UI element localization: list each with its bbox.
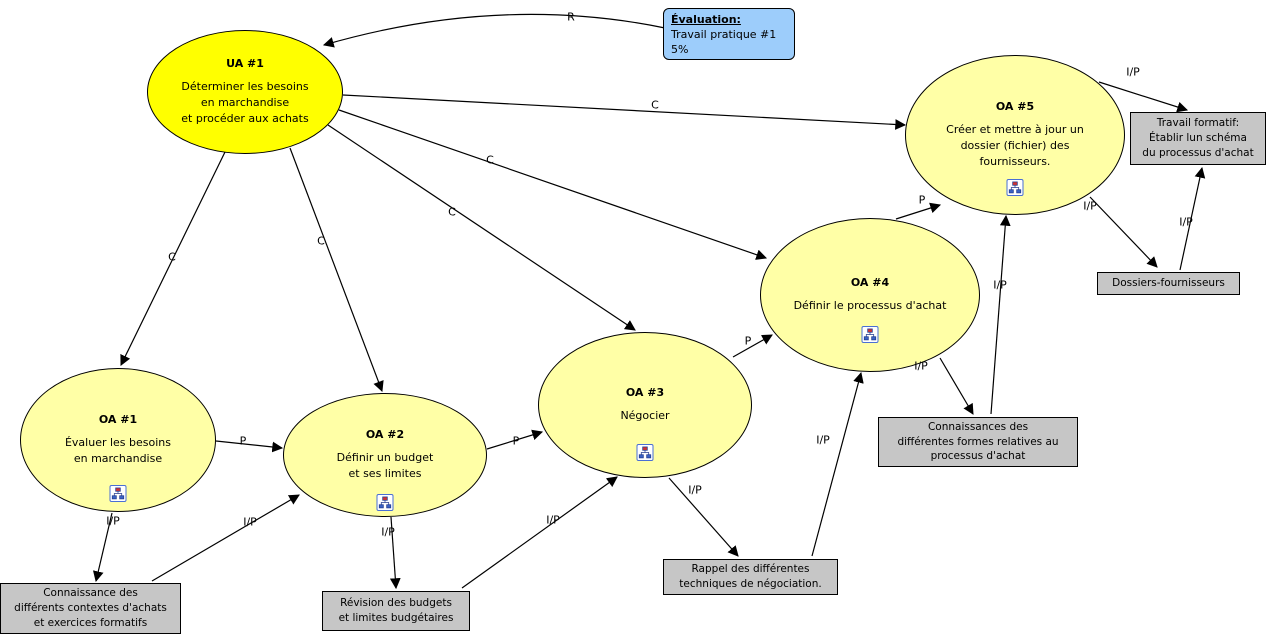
node-ua1[interactable]: UA #1 Déterminer les besoins en marchand… <box>147 30 343 154</box>
edge-label-p-oa4-oa5: P <box>918 193 926 207</box>
edge-label-ip-revision-oa3: I/P <box>546 513 560 527</box>
node-oa2-title: OA #2 <box>365 428 405 442</box>
node-oa1-title: OA #1 <box>98 413 138 427</box>
node-oa3-title: OA #3 <box>625 386 665 400</box>
edge-label-ip-oa3-rappel: I/P <box>688 483 702 497</box>
node-oa5-body: Créer et mettre à jour un dossier (fichi… <box>946 123 1084 168</box>
edge-label-ip-oa5-travail: I/P <box>1126 65 1140 79</box>
edge-label-ip-oa4-connformes: I/P <box>914 359 928 373</box>
org-chart-icon[interactable] <box>1006 179 1024 196</box>
edge-ip-revision-oa3 <box>461 476 618 589</box>
edge-r-evaluation-ua1 <box>322 13 666 48</box>
evaluation-box[interactable]: Évaluation: Travail pratique #1 5% <box>663 8 795 60</box>
node-oa5-title: OA #5 <box>995 100 1035 114</box>
edge-label-c-ua1-oa1: C <box>168 250 176 264</box>
edge-p-oa1-oa2 <box>215 440 284 453</box>
evaluation-line2: 5% <box>671 42 689 56</box>
node-oa2-body: Définir un budget et ses limites <box>336 451 434 480</box>
edge-label-r-evaluation-ua1: R <box>567 10 575 24</box>
box-connaissance-contextes[interactable]: Connaissance des différents contextes d'… <box>0 583 181 634</box>
edge-ip-rappel-oa4 <box>811 371 864 557</box>
box-dossiers-fournisseurs[interactable]: Dossiers-fournisseurs <box>1097 272 1240 295</box>
edge-ip-oa3-rappel <box>668 477 739 557</box>
edge-label-ip-connformes-oa5: I/P <box>993 278 1007 292</box>
box-rappel-techniques[interactable]: Rappel des différentes techniques de nég… <box>663 559 838 595</box>
edge-ip-dossiers-travail <box>1179 166 1206 271</box>
edge-ip-oa4-connformes <box>939 357 974 415</box>
edge-label-ip-oa2-revision: I/P <box>381 525 395 539</box>
edge-label-c-ua1-oa5: C <box>651 98 659 112</box>
edge-label-p-oa1-oa2: P <box>239 434 247 448</box>
edge-label-ip-rappel-oa4: I/P <box>816 433 830 447</box>
edge-label-ip-connaissance-oa2: I/P <box>243 515 257 529</box>
edge-ip-oa5-travail <box>1098 81 1189 113</box>
edge-p-oa2-oa3 <box>486 429 544 450</box>
edge-ip-connformes-oa5 <box>990 214 1011 415</box>
edge-p-oa4-oa5 <box>895 202 942 220</box>
edge-label-c-ua1-oa4: C <box>486 153 494 167</box>
edge-label-c-ua1-oa3: C <box>448 205 456 219</box>
node-oa1-body: Évaluer les besoins en marchandise <box>64 436 172 465</box>
edge-c-ua1-oa1 <box>120 151 226 366</box>
node-oa3[interactable]: OA #3 Négocier <box>538 332 752 478</box>
evaluation-line1: Travail pratique #1 <box>671 27 777 41</box>
org-chart-icon[interactable] <box>861 326 879 343</box>
box-travail-formatif[interactable]: Travail formatif: Établir lun schéma du … <box>1130 112 1266 165</box>
edge-ip-oa2-revision <box>389 516 401 590</box>
box-connaissances-formes[interactable]: Connaissances des différentes formes rel… <box>878 417 1078 467</box>
edge-label-c-ua1-oa2: C <box>317 234 325 248</box>
node-ua1-title: UA #1 <box>226 57 264 71</box>
edge-c-ua1-oa4 <box>338 109 768 260</box>
node-oa4-title: OA #4 <box>850 276 890 290</box>
edge-label-ip-dossiers-travail: I/P <box>1179 215 1193 229</box>
edge-label-ip-oa1-connaissance: I/P <box>106 514 120 528</box>
node-ua1-body: Déterminer les besoins en marchandise et… <box>181 80 309 125</box>
node-oa1[interactable]: OA #1 Évaluer les besoins en marchandise <box>20 368 216 512</box>
node-oa3-body: Négocier <box>620 409 670 423</box>
org-chart-icon[interactable] <box>636 444 654 461</box>
evaluation-heading: Évaluation: <box>671 13 741 26</box>
edge-ip-oa5-dossiers <box>1089 196 1158 268</box>
box-revision-budgets[interactable]: Révision des budgets et limites budgétai… <box>322 591 470 631</box>
org-chart-icon[interactable] <box>109 485 127 502</box>
edge-c-ua1-oa3 <box>327 124 636 331</box>
edge-c-ua1-oa2 <box>289 147 384 393</box>
node-oa2[interactable]: OA #2 Définir un budget et ses limites <box>283 393 487 517</box>
edge-label-p-oa3-oa4: P <box>744 334 752 348</box>
edge-label-ip-oa5-dossiers: I/P <box>1083 199 1097 213</box>
edge-p-oa3-oa4 <box>732 334 773 358</box>
node-oa5[interactable]: OA #5 Créer et mettre à jour un dossier … <box>905 55 1125 215</box>
node-oa4[interactable]: OA #4 Définir le processus d'achat <box>760 218 980 372</box>
edge-ip-connaissance-oa2 <box>151 494 300 582</box>
org-chart-icon[interactable] <box>376 494 394 511</box>
edge-label-p-oa2-oa3: P <box>512 434 520 448</box>
edge-ip-oa1-connaissance <box>92 512 113 583</box>
node-oa4-body: Définir le processus d'achat <box>793 299 947 313</box>
edge-c-ua1-oa5 <box>342 94 907 130</box>
